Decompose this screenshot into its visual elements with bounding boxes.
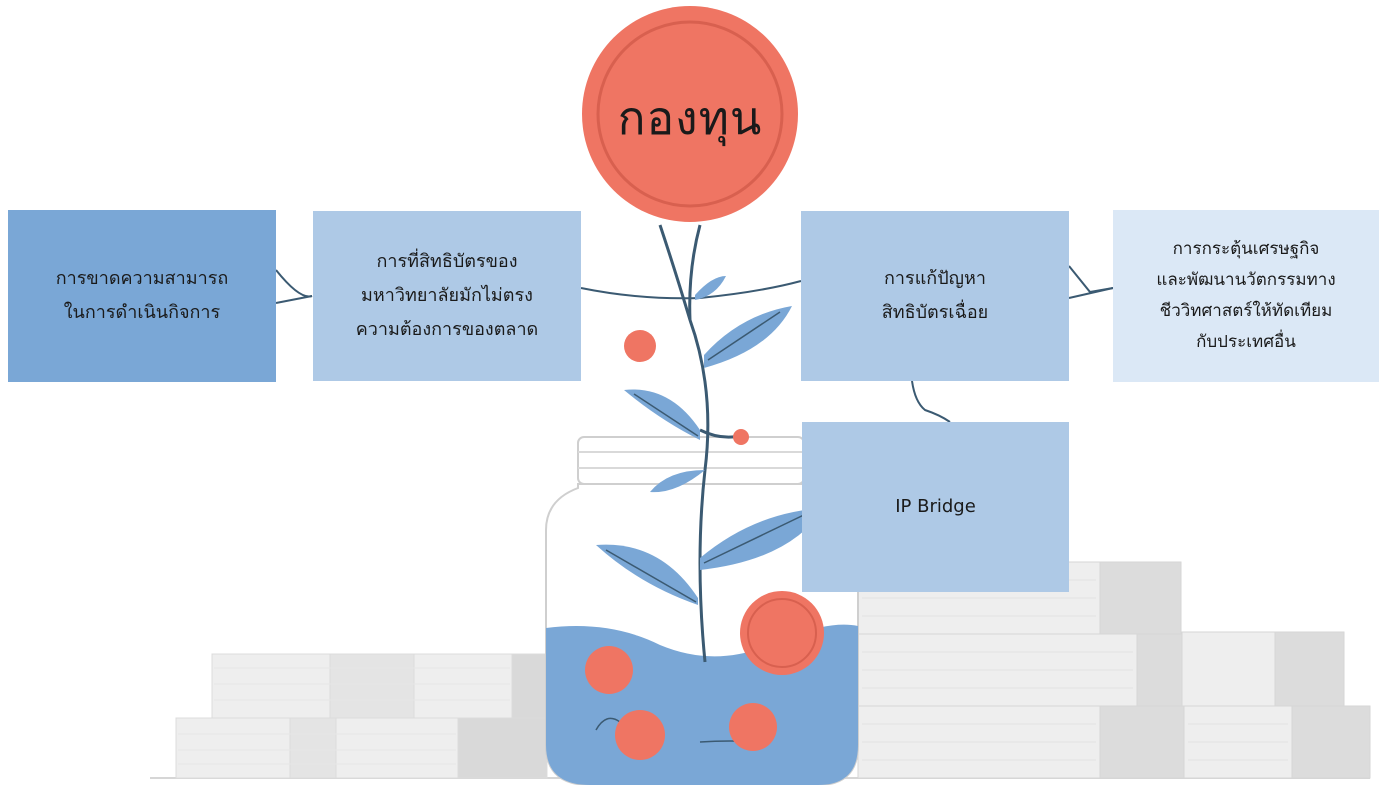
leaf (704, 306, 792, 368)
box-text: การขาดความสามารถ ในการดำเนินกิจการ (55, 268, 229, 323)
box-patent-market-mismatch: การที่สิทธิบัตรของ มหาวิทยาลัยมักไม่ตรง … (313, 211, 581, 381)
box-text: การที่สิทธิบัตรของ มหาวิทยาลัยมักไม่ตรง … (355, 251, 539, 340)
leaf (650, 470, 705, 493)
coin (624, 330, 656, 362)
box-dormant-patent-solution: การแก้ปัญหา สิทธิบัตรเฉื่อย (801, 211, 1069, 381)
box-economic-stimulus: การกระตุ้นเศรษฐกิจ และพัฒนานวัตกรรมทาง ช… (1113, 210, 1379, 382)
coin (729, 703, 777, 751)
coin (585, 646, 633, 694)
fund-coin (582, 6, 798, 222)
leaf (700, 508, 824, 570)
left-paper-stack (175, 653, 548, 779)
coin (615, 710, 665, 760)
fund-label: กองทุน (617, 90, 763, 145)
coin (740, 591, 824, 675)
box-text: การกระตุ้นเศรษฐกิจ และพัฒนานวัตกรรมทาง ช… (1156, 239, 1336, 352)
coins (585, 330, 824, 760)
leaf (695, 276, 726, 300)
box-text: การแก้ปัญหา สิทธิบัตรเฉื่อย (881, 268, 989, 323)
box-ip-bridge: IP Bridge (802, 422, 1069, 592)
coin (733, 429, 749, 445)
box-lack-of-capability: การขาดความสามารถ ในการดำเนินกิจการ (8, 210, 276, 382)
box-text: IP Bridge (895, 496, 976, 517)
leaf (624, 389, 700, 440)
